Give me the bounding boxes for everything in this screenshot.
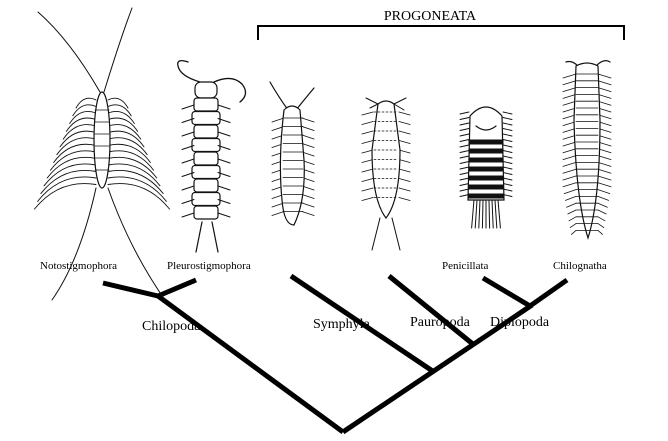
taxon-label-chilognatha: Chilognatha <box>553 260 607 272</box>
taxon-label-pleurostigmophora: Pleurostigmophora <box>167 260 251 272</box>
branch-chilognatha <box>528 277 569 309</box>
taxon-label-notostigmophora: Notostigmophora <box>40 260 117 272</box>
clade-label-diplopoda: Diplopoda <box>490 315 550 330</box>
tree-branches <box>102 273 569 435</box>
clade-label-chilopoda: Chilopoda <box>142 319 201 334</box>
pauropoda-illustration <box>361 97 411 251</box>
branch-root-left <box>156 293 345 435</box>
branch-pauropoda <box>387 274 476 347</box>
branch-root-right <box>341 302 534 435</box>
pleurostigmophora-illustration <box>177 60 247 253</box>
branch-notostigmophora <box>102 280 159 299</box>
group-label-progoneata: PROGONEATA <box>384 9 477 24</box>
branch-penicillata <box>481 275 532 309</box>
symphyla-illustration <box>269 81 315 226</box>
taxon-label-penicillata: Penicillata <box>442 260 489 272</box>
branch-symphyla <box>289 273 436 375</box>
branch-pleurostigmophora <box>157 277 197 299</box>
chilognatha-illustration <box>562 60 612 240</box>
notostigmophora-illustration <box>33 7 171 301</box>
clade-label-pauropoda: Pauropoda <box>410 315 471 330</box>
clade-label-symphyla: Symphyla <box>313 317 371 332</box>
progoneata-bracket <box>257 25 625 40</box>
penicillata-illustration <box>459 106 513 229</box>
